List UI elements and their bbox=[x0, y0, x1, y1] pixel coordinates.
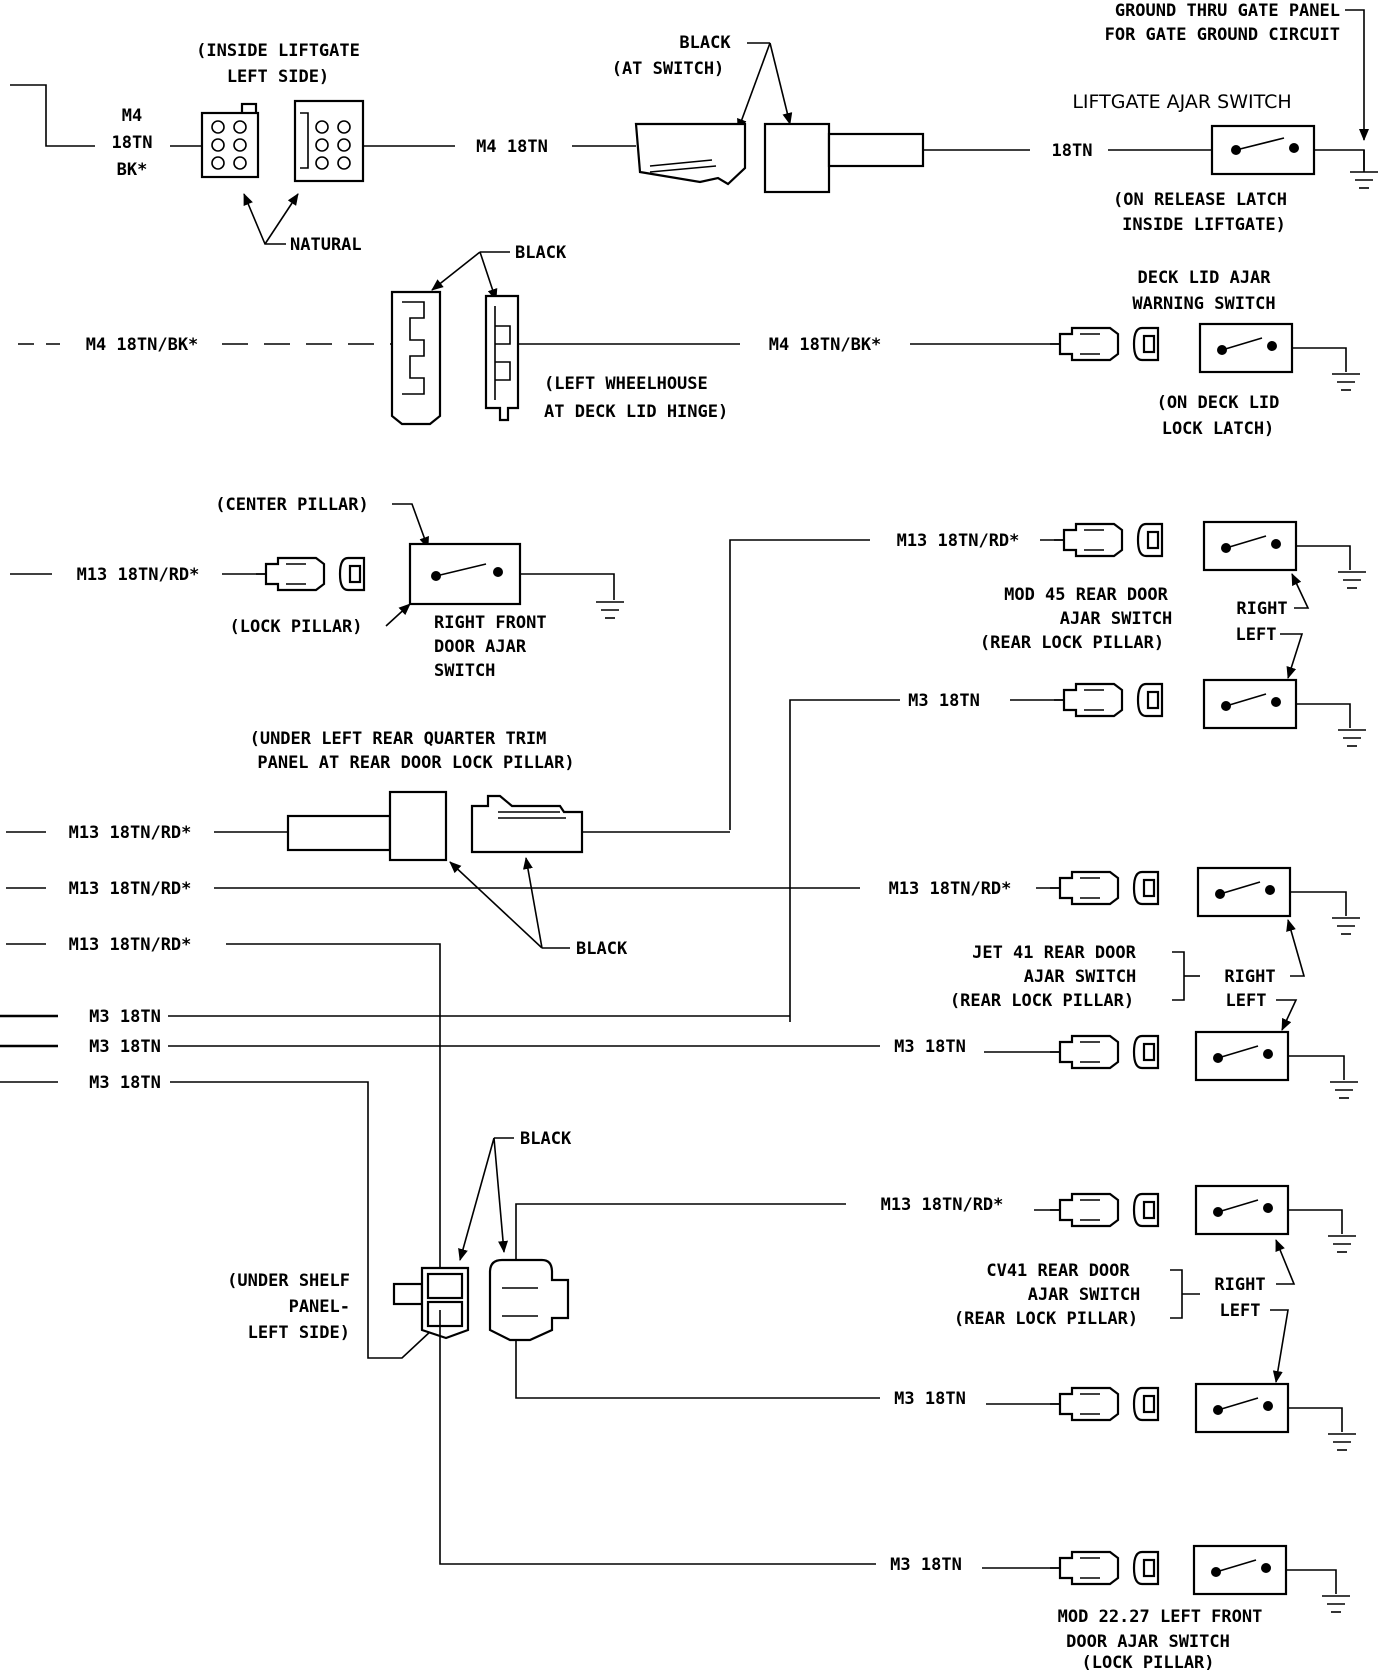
quarter-trim-section: (UNDER LEFT REAR QUARTER TRIM PANEL AT R… bbox=[6, 729, 860, 1310]
ground-note-line2: FOR GATE GROUND CIRCUIT bbox=[1105, 25, 1340, 45]
wire-m13-mod45: M13 18TN/RD* bbox=[897, 531, 1020, 551]
right-front-door-section: (CENTER PILLAR) M13 18TN/RD* (LOCK PILLA… bbox=[10, 495, 625, 681]
mod45-line1: MOD 45 REAR DOOR bbox=[1004, 585, 1169, 605]
natural-label: NATURAL bbox=[290, 235, 362, 255]
cv41-line3: (REAR LOCK PILLAR) bbox=[954, 1309, 1138, 1329]
shelf-line3: LEFT SIDE) bbox=[248, 1323, 350, 1343]
wire-m13-qt1: M13 18TN/RD* bbox=[69, 823, 192, 843]
front-switch-line2: DOOR AJAR bbox=[434, 637, 527, 657]
black-at-switch-line2: (AT SWITCH) bbox=[612, 59, 725, 79]
cv41-left: LEFT bbox=[1220, 1301, 1261, 1321]
cv41-right: RIGHT bbox=[1214, 1275, 1265, 1295]
deck-location-line1: (LEFT WHEELHOUSE bbox=[544, 374, 708, 394]
mod2227-section: M3 18TN MOD 22.27 LEFT FRONT DOOR AJAR S… bbox=[439, 1310, 1351, 1673]
mod45-right: RIGHT bbox=[1236, 599, 1287, 619]
wire-m3-mod45: M3 18TN bbox=[908, 691, 980, 711]
jet41-line1: JET 41 REAR DOOR bbox=[972, 943, 1137, 963]
qt-black-label: BLACK bbox=[576, 939, 628, 959]
liftgate-section: GROUND THRU GATE PANEL FOR GATE GROUND C… bbox=[10, 1, 1379, 255]
deck-connector-male bbox=[484, 294, 520, 422]
wire-m3-mod2227: M3 18TN bbox=[890, 1555, 962, 1575]
mod45-line3: (REAR LOCK PILLAR) bbox=[980, 633, 1164, 653]
wire-m13-front: M13 18TN/RD* bbox=[77, 565, 200, 585]
mod45-line2: AJAR SWITCH bbox=[1060, 609, 1173, 629]
ground-note-line1: GROUND THRU GATE PANEL bbox=[1115, 1, 1340, 21]
inside-liftgate-line1: (INSIDE LIFTGATE bbox=[196, 41, 360, 61]
jet41-line3: (REAR LOCK PILLAR) bbox=[950, 991, 1134, 1011]
deck-latch-line2: LOCK LATCH) bbox=[1162, 419, 1275, 439]
mod2227-line3: (LOCK PILLAR) bbox=[1081, 1653, 1214, 1670]
front-switch-line3: SWITCH bbox=[434, 661, 495, 681]
jet41-section: M13 18TN/RD* M3 18TN M3 18TN M3 18TN JET… bbox=[0, 866, 1361, 1099]
cv41-line2: AJAR SWITCH bbox=[1028, 1285, 1141, 1305]
m4-label-line3: BK* bbox=[117, 160, 148, 180]
inside-liftgate-line2: LEFT SIDE) bbox=[227, 67, 329, 87]
quarter-trim-line1: (UNDER LEFT REAR QUARTER TRIM bbox=[250, 729, 547, 749]
black-at-switch-line1: BLACK bbox=[679, 33, 731, 53]
wire-m4-18tn-bk-left: M4 18TN/BK* bbox=[86, 335, 199, 355]
wire-m4-18tn-top: M4 18TN bbox=[476, 137, 548, 157]
wire-m3-jet41: M3 18TN bbox=[894, 1037, 966, 1057]
wire-m3-cv41: M3 18TN bbox=[894, 1389, 966, 1409]
jet41-line2: AJAR SWITCH bbox=[1024, 967, 1137, 987]
center-pillar-label: (CENTER PILLAR) bbox=[215, 495, 369, 515]
shelf-connector-left bbox=[392, 1266, 470, 1340]
wire-m13-cv41: M13 18TN/RD* bbox=[881, 1195, 1004, 1215]
mod45-left: LEFT bbox=[1236, 625, 1277, 645]
quarter-trim-line2: PANEL AT REAR DOOR LOCK PILLAR) bbox=[257, 753, 574, 773]
deck-latch-line1: (ON DECK LID bbox=[1157, 393, 1280, 413]
release-latch-line2: INSIDE LIFTGATE) bbox=[1122, 215, 1286, 235]
wire-m13-qt2: M13 18TN/RD* bbox=[69, 879, 192, 899]
deck-lid-section: M4 18TN/BK* BLACK M4 18TN/BK* DECK LID A… bbox=[18, 243, 1361, 439]
natural-connector-left bbox=[200, 102, 260, 179]
liftgate-ajar-switch-label: LIFTGATE AJAR SWITCH bbox=[1072, 91, 1291, 113]
jet41-left: LEFT bbox=[1226, 991, 1267, 1011]
quarter-trim-connector bbox=[286, 790, 584, 862]
wire-m3-b: M3 18TN bbox=[89, 1037, 161, 1057]
deck-switch-line1: DECK LID AJAR bbox=[1137, 268, 1271, 288]
shelf-line1: (UNDER SHELF bbox=[227, 1271, 350, 1291]
deck-connector-female bbox=[390, 290, 442, 426]
jet41-right: RIGHT bbox=[1224, 967, 1275, 987]
wire-m13-qt3: M13 18TN/RD* bbox=[69, 935, 192, 955]
mod45-section: M13 18TN/RD* M3 18TN MOD 45 REAR DOOR AJ… bbox=[729, 520, 1367, 1022]
shelf-section: M3 18TN BLACK (UNDER SHELF PANEL- LEFT S… bbox=[0, 1073, 1357, 1451]
cv41-line1: CV41 REAR DOOR bbox=[986, 1261, 1130, 1281]
mod2227-line1: MOD 22.27 LEFT FRONT bbox=[1058, 1607, 1263, 1627]
m4-label-line2: 18TN bbox=[112, 133, 153, 153]
release-latch-line1: (ON RELEASE LATCH bbox=[1113, 190, 1287, 210]
wire-18tn: 18TN bbox=[1052, 141, 1093, 161]
ground-note-arrow bbox=[1345, 9, 1369, 141]
shelf-black-label: BLACK bbox=[520, 1129, 572, 1149]
m4-label-line1: M4 bbox=[122, 106, 142, 126]
shelf-line2: PANEL- bbox=[289, 1297, 350, 1317]
wire-m3-c: M3 18TN bbox=[89, 1073, 161, 1093]
deck-switch-line2: WARNING SWITCH bbox=[1132, 294, 1275, 314]
lock-pillar-label: (LOCK PILLAR) bbox=[229, 617, 362, 637]
wire-m3-a: M3 18TN bbox=[89, 1007, 161, 1027]
deck-location-line2: AT DECK LID HINGE) bbox=[544, 402, 728, 422]
liftgate-ajar-switch bbox=[1210, 124, 1316, 176]
mod2227-line2: DOOR AJAR SWITCH bbox=[1066, 1632, 1230, 1652]
wire-m13-jet41: M13 18TN/RD* bbox=[889, 879, 1012, 899]
shelf-connector-right bbox=[488, 1258, 570, 1342]
deck-black-label: BLACK bbox=[515, 243, 567, 263]
wire-m4-18tn-bk-right: M4 18TN/BK* bbox=[769, 335, 882, 355]
at-switch-connector bbox=[634, 122, 925, 194]
front-switch-line1: RIGHT FRONT bbox=[434, 613, 547, 633]
natural-connector-right bbox=[293, 99, 365, 183]
